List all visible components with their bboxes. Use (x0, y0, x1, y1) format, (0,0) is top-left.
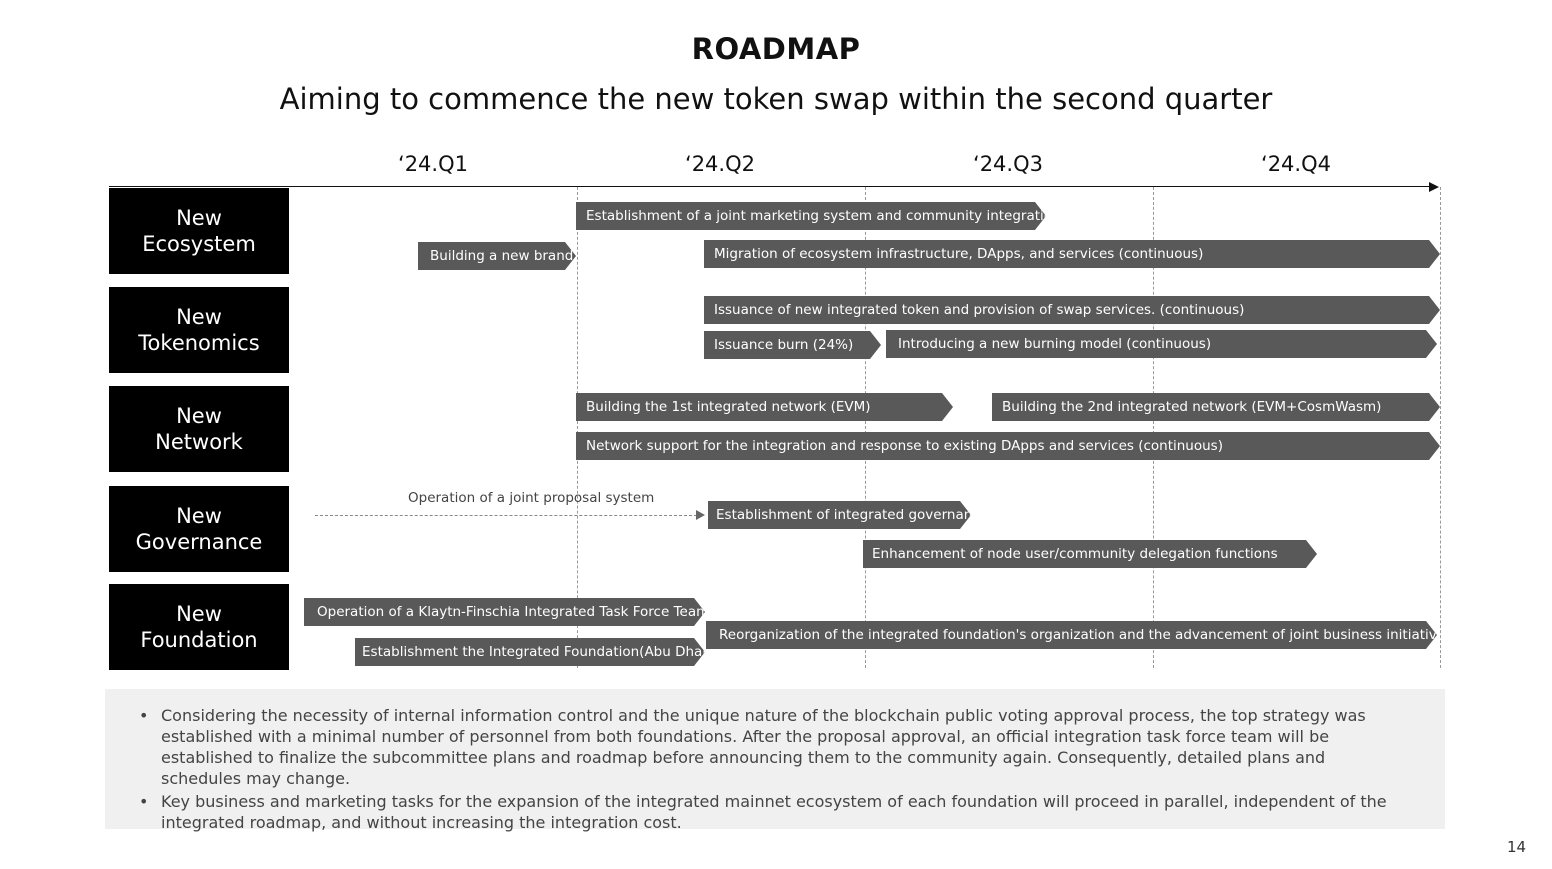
axis-arrow-icon (1429, 182, 1439, 192)
task-bar: Issuance of new integrated token and pro… (704, 296, 1440, 324)
task-bar: Building the 1st integrated network (EVM… (576, 393, 953, 421)
task-bar: Establishment the Integrated Foundation(… (355, 638, 705, 666)
quarter-label-q1: ‘24.Q1 (398, 152, 468, 176)
dashed-task-label: Operation of a joint proposal system (408, 490, 655, 506)
quarter-divider (1153, 187, 1154, 668)
task-bar: Establishment of a joint marketing syste… (576, 202, 1046, 230)
dashed-task-line (315, 515, 697, 516)
quarter-divider (865, 187, 866, 668)
quarter-label-q3: ‘24.Q3 (973, 152, 1043, 176)
task-bar: Operation of a Klaytn-Finschia Integrate… (304, 598, 705, 626)
category-tokenomics: New Tokenomics (109, 287, 289, 373)
category-ecosystem: New Ecosystem (109, 188, 289, 274)
dashed-arrow-icon (696, 510, 705, 520)
task-bar: Establishment of integrated governance (708, 501, 971, 529)
page-title: ROADMAP (691, 32, 861, 66)
task-bar: Network support for the integration and … (576, 432, 1440, 460)
category-network: New Network (109, 386, 289, 472)
task-bar: Reorganization of the integrated foundat… (706, 621, 1437, 649)
page-number: 14 (1507, 838, 1527, 856)
category-foundation: New Foundation (109, 584, 289, 670)
task-bar: Building the 2nd integrated network (EVM… (992, 393, 1440, 421)
page-subtitle: Aiming to commence the new token swap wi… (279, 82, 1273, 116)
task-bar: Building a new brand (418, 242, 576, 270)
timeline-axis (109, 186, 1431, 187)
task-bar: Migration of ecosystem infrastructure, D… (704, 240, 1440, 268)
notes-box: Considering the necessity of internal in… (105, 689, 1445, 832)
task-bar: Introducing a new burning model (continu… (886, 330, 1437, 358)
note-item: Key business and marketing tasks for the… (139, 791, 1405, 833)
task-bar: Enhancement of node user/community deleg… (863, 540, 1317, 568)
note-item: Considering the necessity of internal in… (139, 705, 1405, 789)
category-governance: New Governance (109, 486, 289, 572)
quarter-divider (1440, 187, 1441, 668)
task-bar: Issuance burn (24%) (704, 331, 881, 359)
quarter-divider (577, 187, 578, 668)
quarter-label-q2: ‘24.Q2 (685, 152, 755, 176)
quarter-label-q4: ‘24.Q4 (1261, 152, 1331, 176)
